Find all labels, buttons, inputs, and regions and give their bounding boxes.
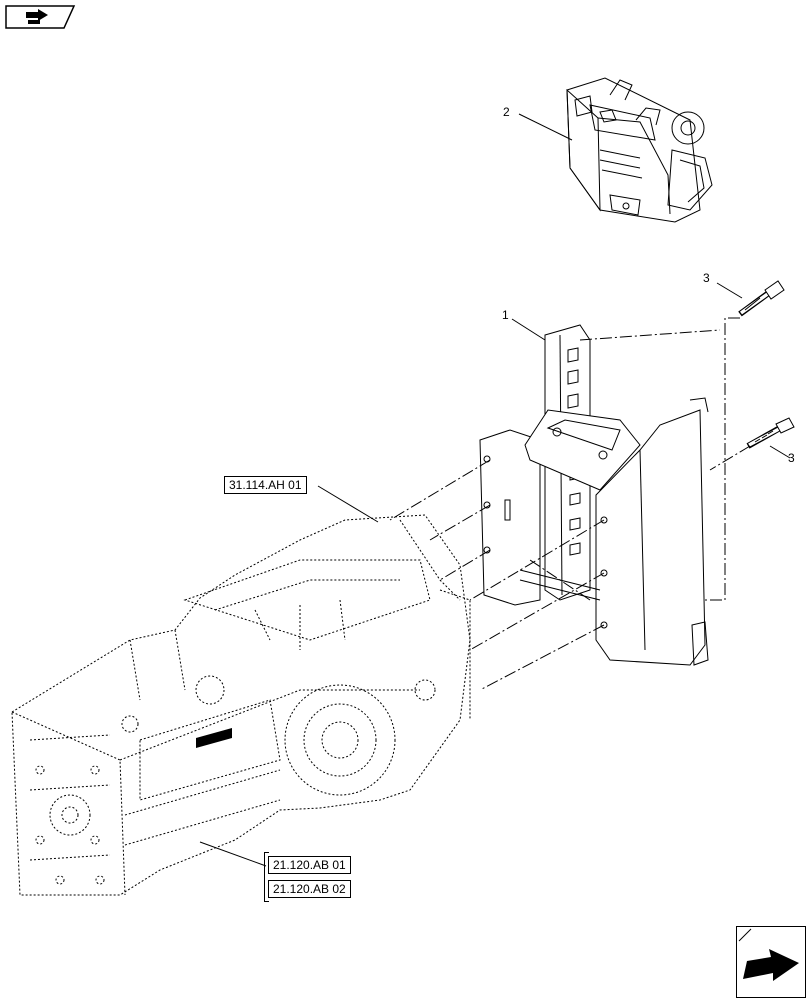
bolt-upper	[738, 280, 785, 317]
next-page-arrow-icon[interactable]	[736, 926, 806, 998]
hitch-reference-link[interactable]: 31.114.AH 01	[224, 476, 307, 494]
transmission-housing	[11, 514, 471, 896]
housing-reference-link-1[interactable]: 21.120.AB 01	[268, 856, 351, 874]
page-corner-arrow-shape	[5, 5, 76, 29]
leader-line-housing-ref	[199, 841, 267, 867]
callout-part-3-lower: 3	[788, 451, 795, 465]
alignment-lines	[389, 317, 751, 691]
hitch-bracket-assembly	[479, 324, 709, 666]
leader-line-hitch-ref	[317, 485, 379, 523]
housing-reference-link-2[interactable]: 21.120.AB 02	[268, 880, 351, 898]
hitch-control-unit	[566, 77, 713, 223]
housing-reference-bracket	[264, 852, 269, 902]
leader-line-3-upper	[716, 282, 743, 299]
callout-part-3-upper: 3	[703, 271, 710, 285]
page-corner-arrow-icon[interactable]	[4, 4, 76, 29]
callout-part-2: 2	[503, 105, 510, 119]
housing-marking	[196, 728, 232, 748]
callout-part-1: 1	[502, 308, 509, 322]
leader-line-2	[518, 113, 573, 141]
bolt-lower	[746, 417, 795, 449]
leader-line-3-lower	[769, 445, 791, 459]
next-page-arrow-shape	[738, 928, 799, 981]
leader-line-1	[511, 318, 546, 341]
